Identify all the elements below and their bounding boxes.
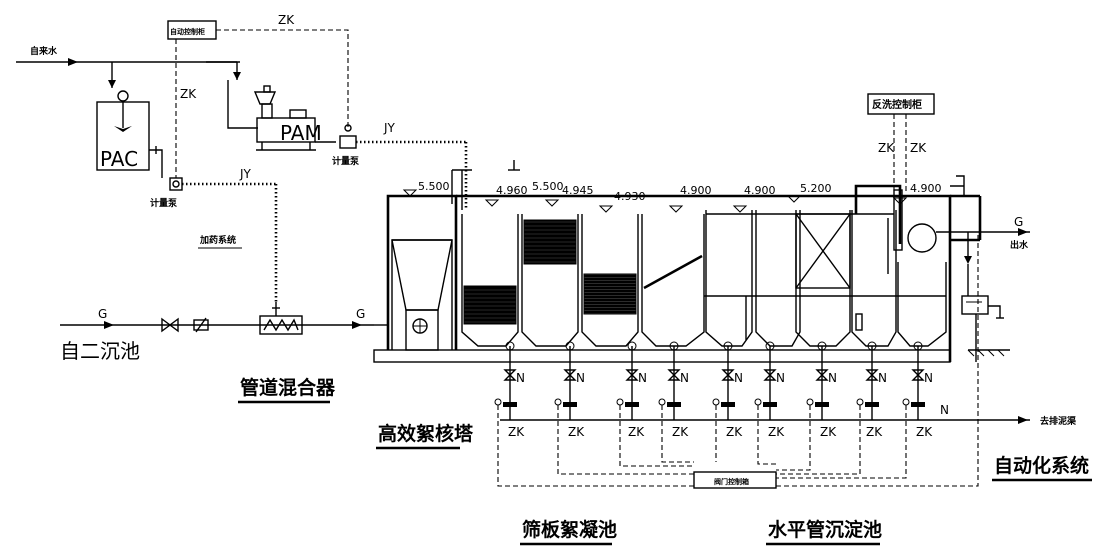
valve-control-wiring: 阀门控制箱 [497,232,979,489]
horizontal-tube-settler-title: 水平管沉淀池 [768,518,882,541]
elevation-2: 4.960 [496,184,528,197]
drain-valve-3: N ZK [616,341,647,439]
mixer-out-g-label: G [356,307,365,321]
elevation-4: 4.945 [562,184,594,197]
pipeline-mixer-label: 管道混合器 [240,376,336,399]
flocculation-cells [461,214,705,347]
pam-dosing-unit: PAM [253,85,322,151]
valve-control-box [693,471,777,489]
svg-text:N: N [680,371,689,385]
svg-text:N: N [924,371,933,385]
outlet-flowmeter [961,295,989,315]
dosing-system-label: 加药系统 [199,234,236,246]
svg-text:ZK: ZK [820,425,837,439]
svg-text:ZK: ZK [916,425,933,439]
tube-settler-cells [704,210,947,347]
to-sludge-pool-label: 去排泥渠 [1040,415,1077,427]
drain-valve-5: N ZK [712,341,743,439]
svg-text:N: N [734,371,743,385]
jy-label-pam: JY [383,121,396,135]
jy-label-pac: JY [239,167,252,181]
drain-valve-9: N ZK [902,341,933,439]
from-secondary-clarifier-label: 自二沉池 [60,339,140,363]
elevation-8: 5.200 [800,182,832,195]
svg-text:ZK: ZK [768,425,785,439]
elevation-3: 5.500 [532,180,564,193]
outlet-chamber-icon [907,223,937,253]
auto-control-cabinet-label: 自动控制柜 [170,27,205,36]
automation-system-title: 自动化系统 [994,454,1089,477]
water-level-marks [402,189,908,213]
svg-text:N: N [878,371,887,385]
tap-water-label: 自来水 [30,45,58,57]
metering-pump-pam-label: 计量泵 [332,155,360,167]
drain-valve-4: N ZK [658,341,689,439]
svg-text:N: N [828,371,837,385]
inlet-g-label: G [98,307,107,321]
svg-text:ZK: ZK [726,425,743,439]
metering-pump-pam [339,135,357,149]
pipeline-mixer [259,315,303,335]
sludge-drain-valves: N 去排泥渠 N ZK N ZK N ZK [494,341,1077,439]
zk-backwash-2: ZK [910,141,927,155]
elevation-7: 4.900 [744,184,776,197]
svg-text:N: N [776,371,785,385]
sieve-plate-1 [463,285,517,325]
svg-text:N: N [576,371,585,385]
backwash-control-cabinet [867,93,935,115]
high-eff-flocculation-tower-title: 高效絮核塔 [378,422,474,445]
inlet-pipeline: G 自二沉池 管道混合器 G [60,302,374,404]
svg-text:ZK: ZK [568,425,585,439]
drain-n-label: N [940,403,949,417]
treatment-structure: 5.500 4.960 5.500 4.945 4.930 4.900 4.90… [373,160,982,363]
inlet-valve-icon [161,317,179,333]
sieve-plate-flocculation-title: 筛板絮凝池 [522,518,617,541]
svg-text:ZK: ZK [628,425,645,439]
drain-valve-6: N ZK [754,341,785,439]
zk-label-left: ZK [180,87,197,101]
metering-pump-pac-label: 计量泵 [150,197,178,209]
svg-text:ZK: ZK [866,425,883,439]
elevation-9: 4.900 [910,182,942,195]
sieve-plate-3 [583,273,637,315]
zk-label-top: ZK [278,13,295,27]
elevation-1: 5.500 [418,180,450,193]
drain-valve-2: N ZK [554,341,585,439]
pac-label: PAC [100,147,138,171]
svg-text:N: N [638,371,647,385]
drain-valve-1: N ZK [494,341,525,439]
backwash-control-cabinet-label: 反洗控制柜 [872,98,922,111]
metering-pump-pac [169,177,183,191]
drain-valve-7: N ZK [806,341,837,439]
inlet-flowmeter-icon [193,319,209,331]
sieve-plate-2 [523,219,577,265]
elevation-6: 4.900 [680,184,712,197]
zk-backwash-1: ZK [878,141,895,155]
valve-control-box-label: 阀门控制箱 [714,477,749,486]
svg-text:ZK: ZK [672,425,689,439]
svg-text:N: N [516,371,525,385]
outlet-water-label: 出水 [1010,239,1029,251]
dosing-system-area: 自来水 PAC 自动控制柜 ZK ZK 计量泵 JY 加药系统 [16,13,468,302]
outlet-g-label: G [1014,215,1023,229]
drain-valve-8: N ZK [856,341,887,439]
pac-mixer-motor-icon [117,90,129,102]
elevation-5: 4.930 [614,190,646,203]
svg-text:ZK: ZK [508,425,525,439]
pam-label: PAM [280,121,322,145]
